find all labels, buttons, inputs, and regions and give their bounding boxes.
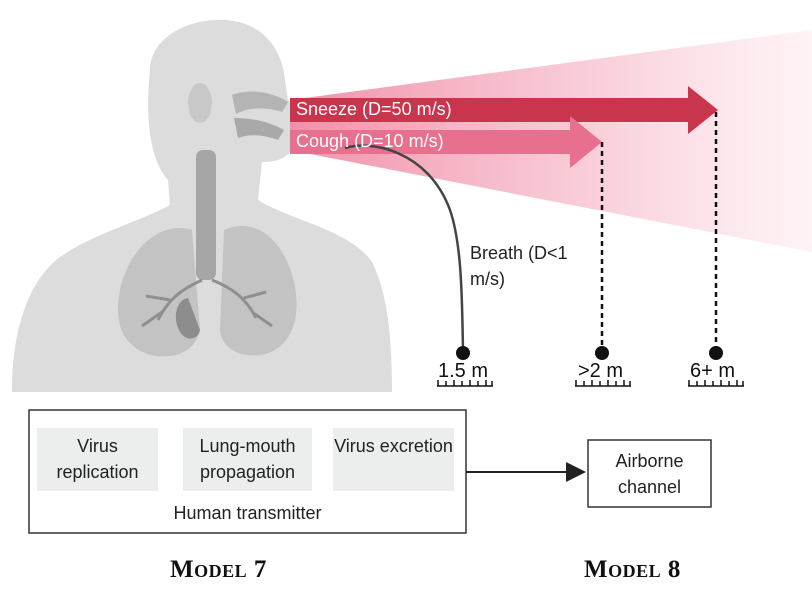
sneeze-arrow	[290, 86, 718, 134]
model-7-caption: Model 7	[170, 556, 267, 583]
bronchi	[141, 278, 273, 328]
distance-markers	[456, 112, 723, 360]
airborne-channel-box	[587, 439, 712, 508]
ear	[188, 83, 212, 123]
cough-marker	[595, 346, 609, 360]
cough-label: Cough (D=10 m/s)	[296, 131, 444, 151]
cough-arrow	[290, 116, 602, 168]
step-lung-mouth-propagation: Lung-mouth propagation	[183, 428, 312, 491]
step-label: Lung-mouth propagation	[199, 436, 296, 482]
model-8-caption: Model 8	[584, 556, 681, 583]
nasal-cavity	[232, 91, 288, 114]
right-lung	[220, 225, 297, 356]
distance-sneeze: 6+ m	[690, 360, 736, 382]
step-virus-replication: Virus replication	[37, 428, 158, 491]
step-label: Virus excretion	[334, 436, 453, 456]
breath-marker	[456, 346, 470, 360]
distance-breath: 1.5 m	[438, 360, 489, 382]
airborne-channel-label: Airborne channel	[615, 451, 684, 497]
trachea	[196, 150, 216, 280]
distance-cough: >2 m	[578, 360, 624, 382]
sneeze-label: Sneeze (D=50 m/s)	[296, 99, 452, 119]
step-virus-excretion: Virus excretion	[333, 428, 454, 491]
human-figure	[12, 19, 392, 393]
step-label: Virus replication	[56, 436, 139, 482]
oral-cavity	[234, 118, 284, 140]
breath-curve	[344, 144, 465, 351]
rulers	[437, 380, 744, 387]
human-transmitter-label: Human transmitter	[173, 503, 322, 523]
heart	[175, 298, 200, 339]
breath-label: Breath (D<1 m/s)	[470, 243, 568, 289]
sneeze-marker	[709, 346, 723, 360]
